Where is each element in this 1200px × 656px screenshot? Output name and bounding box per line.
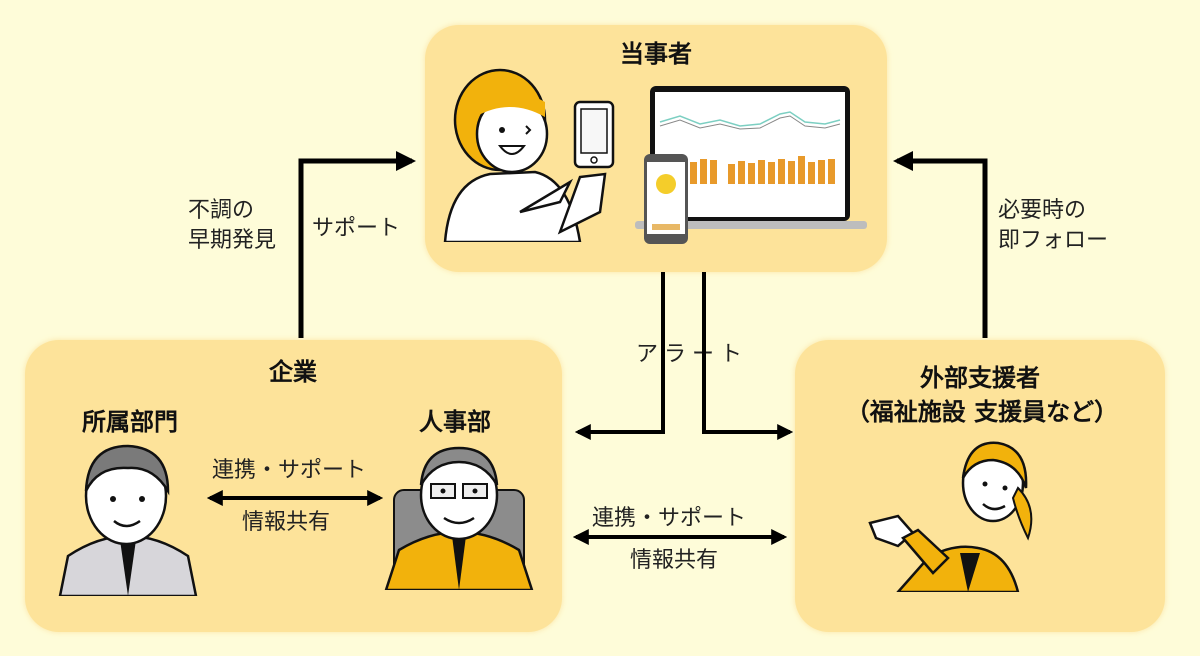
external-subtitle: （福祉施設 支援員など） — [845, 398, 1119, 426]
early-detection-label-line1: 不調の — [188, 198, 255, 223]
external-supporter-illustration — [868, 441, 1033, 592]
arrow-alert-to-company — [574, 272, 665, 440]
follow-up-label-line1: 必要時の — [998, 198, 1087, 223]
support-label: サポート — [312, 216, 401, 241]
laptop-dashboard-illustration — [635, 86, 867, 244]
external-info-share-label: 情報共有 — [630, 548, 719, 573]
external-collab-label: 連携・サポート — [592, 506, 747, 531]
department-title: 所属部門 — [82, 408, 178, 436]
person-title: 当事者 — [620, 40, 692, 68]
alert-label: アラート — [636, 342, 749, 367]
arrow-company-to-person — [298, 151, 416, 338]
internal-info-share-label: 情報共有 — [242, 510, 331, 535]
external-title: 外部支援者 — [920, 364, 1040, 392]
follow-up-label-line2: 即フォロー — [998, 228, 1109, 253]
arrow-alert-to-external — [702, 272, 794, 440]
hr-title: 人事部 — [419, 408, 491, 436]
internal-collab-label: 連携・サポート — [212, 458, 367, 483]
company-title: 企業 — [269, 358, 317, 386]
arrow-external-to-person — [893, 151, 988, 338]
early-detection-label-line2: 早期発見 — [188, 228, 277, 253]
department-employee-illustration — [58, 444, 198, 596]
hr-manager-illustration — [384, 446, 534, 590]
person-with-phone-illustration — [443, 68, 615, 242]
